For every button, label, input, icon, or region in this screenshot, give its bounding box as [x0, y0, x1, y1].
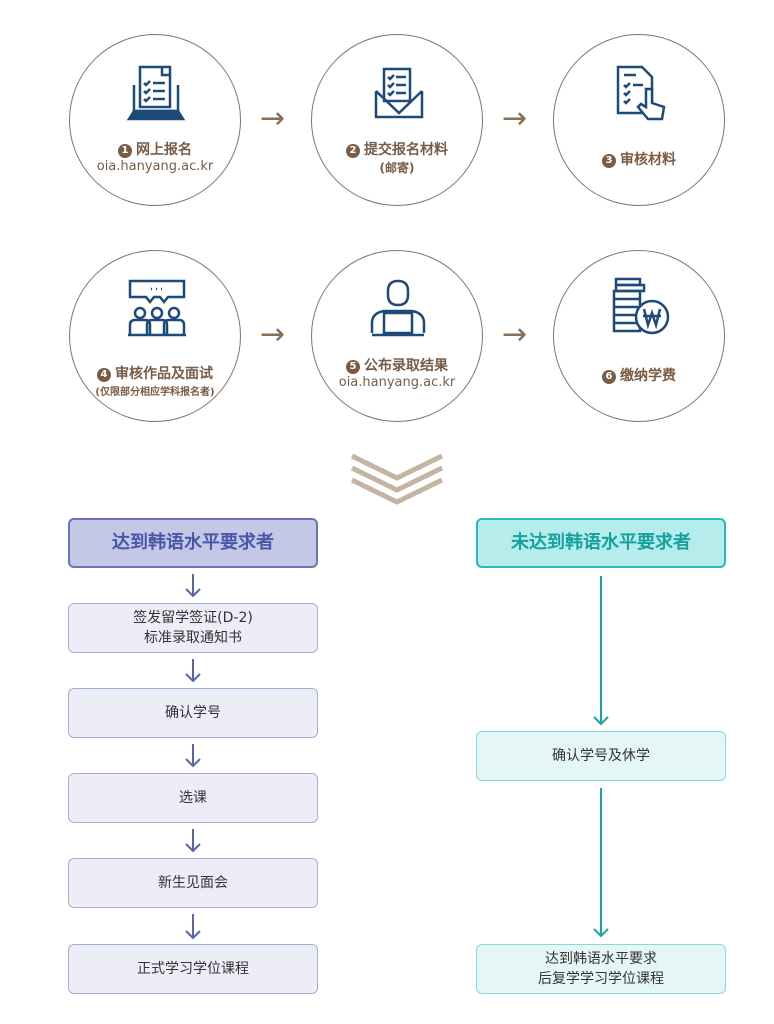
left-arrows — [185, 574, 201, 940]
arrow-right-icon: → — [260, 317, 286, 352]
korean-met-header: 达到韩语水平要求者 — [68, 518, 318, 568]
arrow-down-icon — [185, 829, 201, 853]
arrow-down-icon — [593, 576, 609, 726]
person-laptop-icon — [370, 279, 426, 337]
step-label: 网上报名 — [136, 142, 192, 158]
korean-not-met-header: 未达到韩语水平要求者 — [476, 518, 726, 568]
laptop-checklist-icon — [126, 65, 186, 121]
arrow-down-icon — [185, 914, 201, 940]
interview-group-icon — [128, 279, 186, 337]
coins-won-icon — [612, 277, 670, 335]
flow-box: 达到韩语水平要求 后复学学习学位课程 — [476, 944, 726, 994]
arrow-down-icon — [593, 788, 609, 938]
step-link[interactable]: oia.hanyang.ac.kr — [338, 375, 456, 390]
step-label: 审核作品及面试 — [115, 366, 213, 382]
right-arrows — [593, 576, 609, 938]
document-hand-icon — [616, 65, 666, 121]
flow-box: 正式学习学位课程 — [68, 944, 318, 994]
arrow-right-icon: → — [502, 317, 528, 352]
step-label: 审核材料 — [620, 152, 676, 168]
flow-box: 签发留学签证(D-2) 标准录取通知书 — [68, 603, 318, 653]
step-link[interactable]: oia.hanyang.ac.kr — [96, 159, 214, 174]
arrow-down-icon — [185, 659, 201, 683]
flow-box: 确认学号及休学 — [476, 731, 726, 781]
arrow-down-icon — [185, 574, 201, 598]
step-label: 缴纳学费 — [620, 368, 676, 384]
flow-box: 新生见面会 — [68, 858, 318, 908]
arrow-right-icon: → — [502, 101, 528, 136]
envelope-document-icon — [374, 67, 424, 119]
arrow-right-icon: → — [260, 101, 286, 136]
step-label: 提交报名材料 — [364, 142, 448, 158]
step-label: 公布录取结果 — [364, 358, 448, 374]
step-note: (邮寄) — [379, 161, 415, 175]
arrow-down-icon — [185, 744, 201, 768]
chevrons-down-icon — [350, 453, 444, 505]
flow-box: 选课 — [68, 773, 318, 823]
step-note: (仅限部分相应学科报名者) — [95, 387, 215, 398]
flow-box: 确认学号 — [68, 688, 318, 738]
